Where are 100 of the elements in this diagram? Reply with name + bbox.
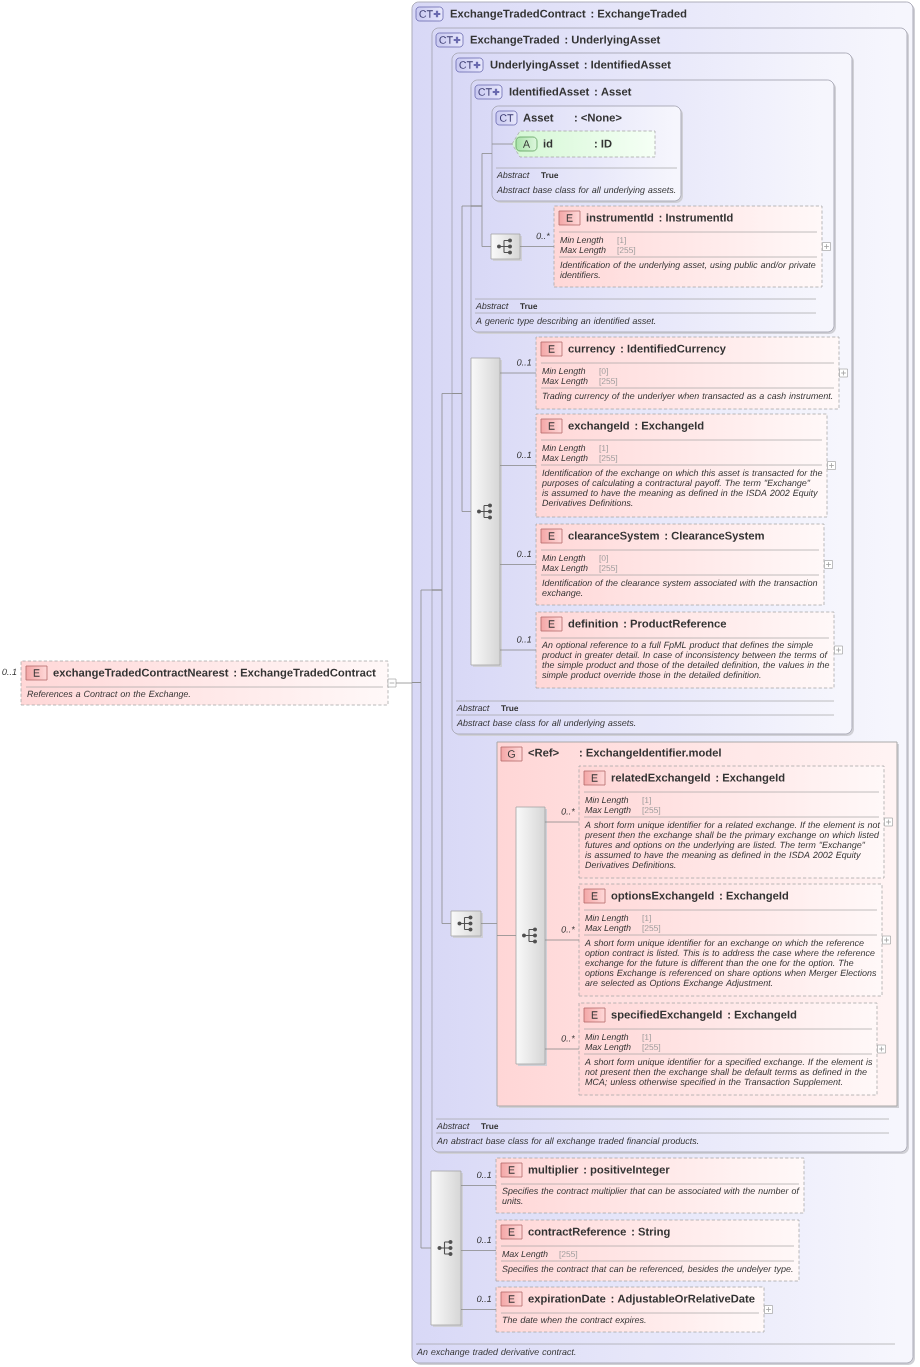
element-badge: E xyxy=(558,210,581,226)
connector-line xyxy=(451,393,472,512)
element-badge: E xyxy=(500,1291,523,1307)
cardinality-label: 0..* xyxy=(561,926,575,933)
element-name: expirationDate xyxy=(528,1294,606,1305)
facet-label: Max Length xyxy=(560,246,606,255)
element-badge: E xyxy=(500,1224,523,1240)
type-name: : IdentifiedCurrency xyxy=(621,344,726,355)
element-name: optionsExchangeId xyxy=(611,891,714,902)
cardinality-label: 0..1 xyxy=(517,550,531,558)
facet-value: [1] xyxy=(617,236,626,245)
base-type-name: : <None> xyxy=(575,113,622,122)
facet-value: [255] xyxy=(642,1043,661,1052)
type-name: : ExchangeId xyxy=(716,773,785,784)
facet-label: Min Length xyxy=(560,236,604,245)
cardinality-label: 0..1 xyxy=(517,451,531,459)
property-label: Abstract xyxy=(475,302,509,310)
type-badge: CT xyxy=(455,57,484,73)
element-badge: E xyxy=(540,616,563,632)
type-name: : String xyxy=(632,1227,670,1238)
connector-line xyxy=(544,821,580,823)
connector-line xyxy=(460,1309,497,1310)
facet-value: [1] xyxy=(599,444,608,453)
facet-label: Max Length xyxy=(542,564,588,573)
complex-type-name: Asset xyxy=(523,113,554,122)
description: An abstract base class for all exchange traded financial products. xyxy=(436,1137,699,1146)
group-reference: <Ref> xyxy=(528,748,559,757)
connector-line xyxy=(395,682,413,684)
facet-value: [255] xyxy=(559,1250,578,1259)
facet-label: Min Length xyxy=(585,796,629,805)
type-badge: CT xyxy=(495,110,518,126)
type-badge: CT xyxy=(435,32,464,48)
type-name: : AdjustableOrRelativeDate xyxy=(611,1294,755,1305)
description: Trading currency of the underlyer when transacted as a cash instrument. xyxy=(542,392,833,401)
type-name: : ExchangeId xyxy=(720,891,789,902)
description: Specifies the contract that can be referenced, besides the undelyer type. xyxy=(502,1265,793,1274)
facet-value: [255] xyxy=(599,377,618,386)
element-badge: E xyxy=(500,1162,523,1178)
type-name: : ExchangeTradedContract xyxy=(234,668,376,679)
base-type-name: : IdentifiedAsset xyxy=(584,60,671,69)
connector-line xyxy=(470,205,492,247)
facet-label: Min Length xyxy=(542,554,586,563)
description: Specifies the contract multiplier that can be associated with the number of units. xyxy=(502,1187,800,1205)
base-type-name: : UnderlyingAsset xyxy=(565,35,661,46)
description: An optional reference to a full FpML product that defines the simple product in greater detail. In case of inconsistency between the terms of the simple product and those of the detailed definition, the values in the simple product override those in the detailed definition. xyxy=(541,641,830,680)
element-badge: E xyxy=(540,418,563,434)
cardinality-label: 0..1 xyxy=(477,1171,491,1179)
type-name: : ClearanceSystem xyxy=(665,531,764,542)
description: The date when the contract expires. xyxy=(502,1316,646,1325)
element-name: instrumentId xyxy=(586,213,654,222)
element-badge: E xyxy=(25,665,48,681)
description: Abstract base class for all underlying assets. xyxy=(496,186,676,195)
cardinality-label: 0..1 xyxy=(477,1295,491,1303)
connector-line xyxy=(544,1048,580,1050)
element-name: exchangeTradedContractNearest xyxy=(53,668,229,679)
type-name: : InstrumentId xyxy=(659,213,733,222)
group-name: : ExchangeIdentifier.model xyxy=(580,748,721,759)
element-name: multiplier xyxy=(528,1165,579,1176)
complex-type-name: ExchangeTraded xyxy=(470,35,559,46)
connector-line xyxy=(480,923,498,924)
facet-value: [255] xyxy=(599,564,618,573)
complex-type-name: UnderlyingAsset xyxy=(490,60,579,71)
element-name: clearanceSystem xyxy=(568,531,659,542)
connector-line xyxy=(460,1250,497,1251)
facet-label: Max Length xyxy=(585,924,631,933)
connector-line xyxy=(499,649,537,651)
type-name: : ProductReference xyxy=(624,619,727,628)
description: Abstract base class for all underlying assets. xyxy=(456,719,636,728)
element-badge: E xyxy=(583,1007,606,1023)
connector-line xyxy=(499,372,537,374)
connector-line xyxy=(491,143,513,145)
facet-value: [1] xyxy=(642,914,651,923)
property-value: True xyxy=(481,1123,499,1130)
type-name: : positiveInteger xyxy=(584,1165,670,1176)
cardinality-label: 0..1 xyxy=(477,1236,491,1244)
property-value: True xyxy=(541,172,559,179)
cardinality-label: 0..1 xyxy=(517,636,531,643)
facet-value: [1] xyxy=(642,796,651,805)
base-type-name: : Asset xyxy=(595,87,632,96)
connector-line xyxy=(460,1185,497,1186)
connector-line xyxy=(411,682,432,1249)
complex-type-name: IdentifiedAsset xyxy=(509,87,590,96)
connector-line xyxy=(496,935,517,936)
description: Identification of the clearance system associated with the transaction exchange. xyxy=(542,579,818,598)
attribute-badge: A xyxy=(515,136,538,152)
group-badge: G xyxy=(500,746,523,762)
cardinality-label: 0..* xyxy=(561,1035,575,1042)
cardinality-label: 0..* xyxy=(561,808,575,815)
type-name: : ID xyxy=(595,139,612,148)
property-label: Abstract xyxy=(456,704,490,712)
description: References a Contract on the Exchange. xyxy=(27,690,190,699)
facet-value: [1] xyxy=(642,1033,651,1042)
element-name: relatedExchangeId xyxy=(611,773,710,784)
facet-label: Min Length xyxy=(585,1033,629,1042)
property-value: True xyxy=(501,705,519,712)
description: A short form unique identifier for a related exchange. If the element is not present then the exchange shall be the primary exchange on which listed futures and options on the underlying are listed. The term "Exchange" is assumed to have the meaning as defined in the ISDA 2002 Equity Derivatives Definitions. xyxy=(584,821,881,869)
facet-label: Min Length xyxy=(585,914,629,923)
facet-value: [255] xyxy=(599,454,618,463)
facet-value: [255] xyxy=(642,924,661,933)
facet-label: Max Length xyxy=(542,454,588,463)
